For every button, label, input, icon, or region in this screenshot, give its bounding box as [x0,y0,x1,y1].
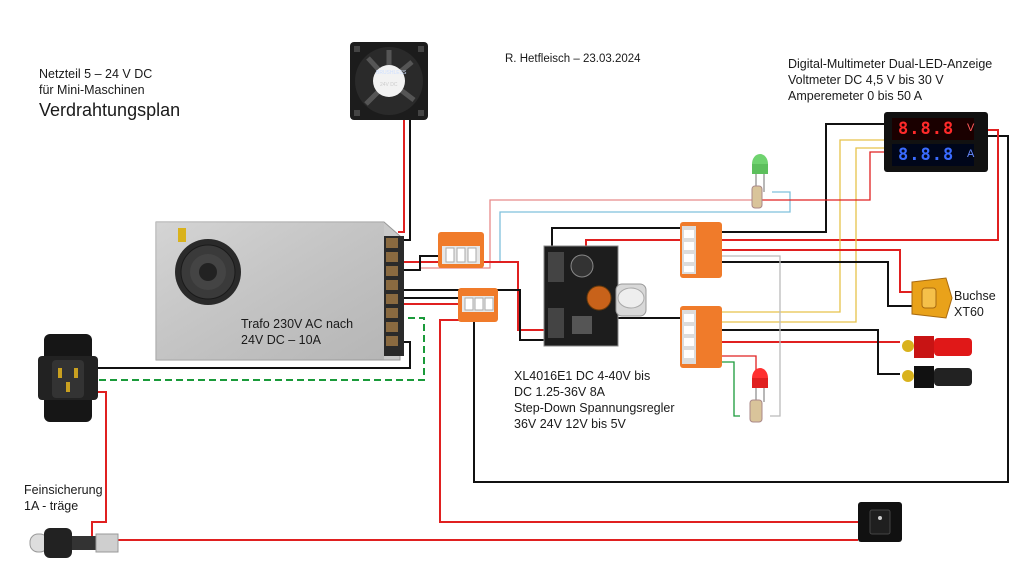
converter-line4: 36V 24V 12V bis 5V [514,417,626,431]
wire-psu-wago1-black [398,255,438,271]
wago-connector-3 [680,222,722,278]
title-line2: für Mini-Maschinen [39,83,145,97]
led-green [751,154,768,209]
wago-connector-1 [438,232,484,268]
fuse-holder [29,528,119,558]
fan-brand: BRUSHLESS [376,70,407,76]
wire-meter-yellow2 [722,147,884,323]
meter-line2: Voltmeter DC 4,5 V bis 30 V [788,73,944,87]
fuse-line2: 1A - träge [24,499,79,513]
converter-line1: XL4016E1 DC 4-40V bis [514,369,651,383]
meter-line3: Amperemeter 0 bis 50 A [788,89,923,103]
wire-wago4-banana-black [722,329,900,375]
digital-meter [884,112,988,172]
title-main: Verdrahtungsplan [39,100,181,120]
wire-wago2-switch-red [439,319,858,523]
wire-wago3-meter-black [722,123,884,233]
fan [350,42,428,120]
meter-line1: Digital-Multimeter Dual-LED-Anzeige [788,57,993,71]
wire-wago3-meter-red [722,129,999,241]
xt60-socket [911,277,953,319]
power-supply [155,221,404,361]
wago-connector-2 [458,288,498,322]
psu-label-line2: 24V DC – 10A [241,333,321,347]
rocker-switch [858,502,902,542]
psu-label-line1: Trafo 230V AC nach [241,317,354,331]
wire-fan-red [398,115,405,233]
fuse-line1: Feinsicherung [24,483,103,497]
author-date: R. Hetfleisch – 23.03.2024 [505,53,641,65]
banana-jack-black [902,366,972,388]
converter-capacitor [615,283,647,317]
wire-led-red [722,355,757,372]
meter-amp-unit: A [967,148,975,160]
wire-meter-yellow1 [722,139,884,313]
meter-amp-display: 8.8.8 [898,145,955,165]
socket-line1: Buchse [954,289,996,303]
wago-connector-4 [680,306,722,368]
wire-mains-red [88,391,107,538]
wire-wago3-xt60-black [722,261,912,307]
wire-grey [722,255,781,417]
meter-volt-unit: V [967,122,975,134]
title-line1: Netzteil 5 – 24 V DC [39,67,153,81]
step-down-converter [543,245,619,347]
meter-volt-display: 8.8.8 [898,119,955,139]
banana-jack-red [902,336,972,358]
mains-inlet [38,334,98,422]
wire-led-red-green [722,361,740,417]
wire-meter-shunt-red [760,151,884,201]
converter-line2: DC 1.25-36V 8A [514,385,606,399]
wire-conv-out-black [551,227,680,248]
psu-terminals [386,238,398,346]
converter-line3: Step-Down Spannungsregler [514,401,675,415]
wire-wago3-xt60-red [722,249,912,293]
wire-wago1-conv-red [484,261,544,331]
socket-line2: XT60 [954,305,984,319]
fan-voltage: 24V DC [380,82,398,88]
wire-mains-green [88,317,425,381]
led-red [749,368,768,423]
